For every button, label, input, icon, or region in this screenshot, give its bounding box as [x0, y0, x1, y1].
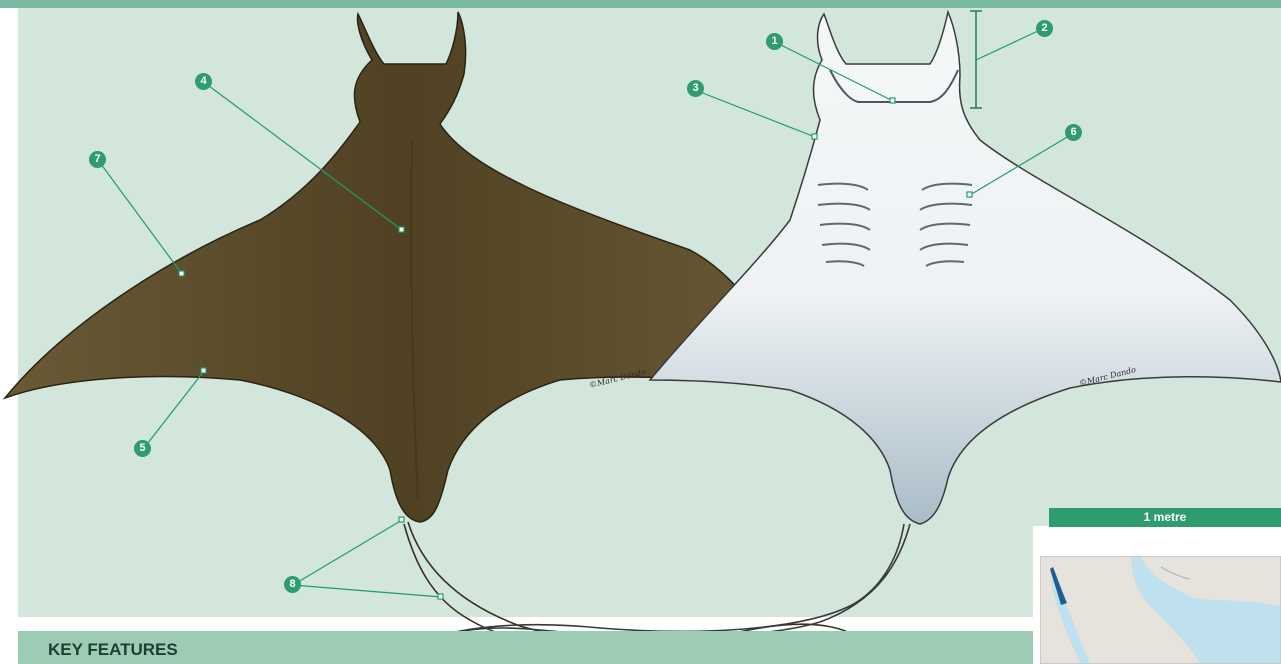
marker-8-badge: 8: [284, 576, 301, 593]
key-features-header: KEY FEATURES: [18, 631, 1033, 664]
marker-7-badge: 7: [89, 151, 106, 168]
scale-bar-label: 1 metre: [1049, 508, 1281, 527]
marker-1-badge: 1: [766, 33, 783, 50]
ventral-tail: [440, 524, 910, 637]
range-map-graphic: [1041, 557, 1281, 664]
marker-5-badge: 5: [134, 440, 151, 457]
ventral-body: [650, 12, 1281, 524]
marker-4-badge: 4: [195, 73, 212, 90]
range-map: [1040, 556, 1281, 664]
marker-6-badge: 6: [1065, 124, 1082, 141]
dorsal-body: [5, 12, 800, 522]
marker-2-badge: 2: [1036, 20, 1053, 37]
key-features-title: KEY FEATURES: [48, 640, 178, 660]
marker-3-badge: 3: [687, 80, 704, 97]
